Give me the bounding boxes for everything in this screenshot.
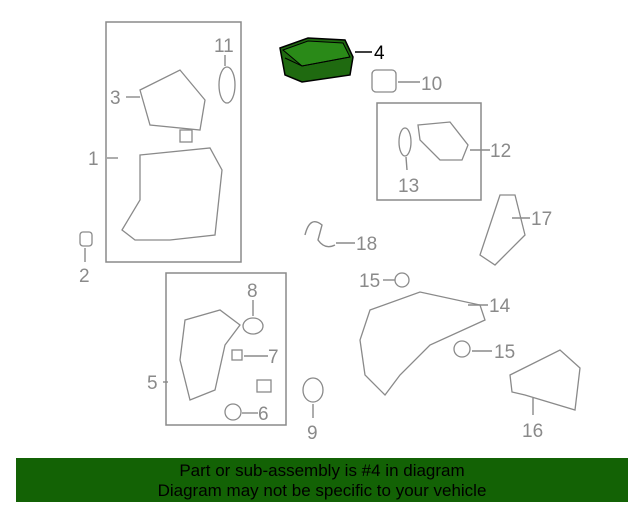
nut: [256, 379, 272, 393]
callout-13[interactable]: 13: [398, 176, 419, 197]
part-14-resonator: [359, 291, 486, 396]
part-1-housing: [121, 147, 223, 241]
part-12-duct: [417, 121, 469, 161]
part-11-seal: [218, 66, 236, 104]
banner-line-1: Part or sub-assembly is #4 in diagram: [179, 461, 465, 480]
callout-12[interactable]: 12: [490, 141, 511, 162]
group-box-12: [376, 102, 482, 201]
group-box-1: [105, 21, 242, 263]
callout-18[interactable]: 18: [356, 234, 377, 255]
callout-5[interactable]: 5: [147, 373, 158, 394]
callout-10[interactable]: 10: [421, 74, 442, 95]
part-17-bracket: [479, 194, 526, 266]
part-16-bracket: [509, 349, 581, 411]
callout-8[interactable]: 8: [247, 281, 258, 302]
callout-16[interactable]: 16: [522, 421, 543, 442]
part-3-cover: [139, 69, 206, 131]
callout-15a[interactable]: 15: [359, 271, 380, 292]
callout-7[interactable]: 7: [268, 347, 279, 368]
callout-4[interactable]: 4: [374, 43, 385, 64]
callout-2[interactable]: 2: [79, 266, 90, 287]
callout-11[interactable]: 11: [214, 36, 234, 57]
callout-17[interactable]: 17: [531, 209, 552, 230]
callout-6[interactable]: 6: [258, 404, 269, 425]
info-banner: Part or sub-assembly is #4 in diagram Di…: [16, 458, 628, 502]
callout-9[interactable]: 9: [307, 423, 318, 444]
callout-15b[interactable]: 15: [494, 342, 515, 363]
callout-3[interactable]: 3: [110, 88, 121, 109]
part-9-grommet: [302, 377, 324, 403]
callout-14[interactable]: 14: [489, 296, 511, 317]
part-2-clip: [79, 231, 93, 247]
part-7-bolt: [231, 349, 243, 361]
part-6-grommet: [224, 403, 242, 421]
callout-1[interactable]: 1: [88, 149, 99, 170]
part-15-clip-b: [453, 340, 471, 358]
part-5-duct: [179, 309, 241, 401]
part-13-clamp: [398, 127, 412, 157]
part-10-grommet: [371, 69, 397, 93]
part-15-clip-a: [394, 272, 410, 288]
banner-line-2: Diagram may not be specific to your vehi…: [157, 481, 487, 500]
group-box-5: [165, 272, 287, 426]
part-18-hose: [304, 221, 336, 248]
part-4-air-filter[interactable]: [279, 37, 354, 83]
part-8-seal: [242, 317, 264, 335]
grommet: [179, 129, 193, 143]
